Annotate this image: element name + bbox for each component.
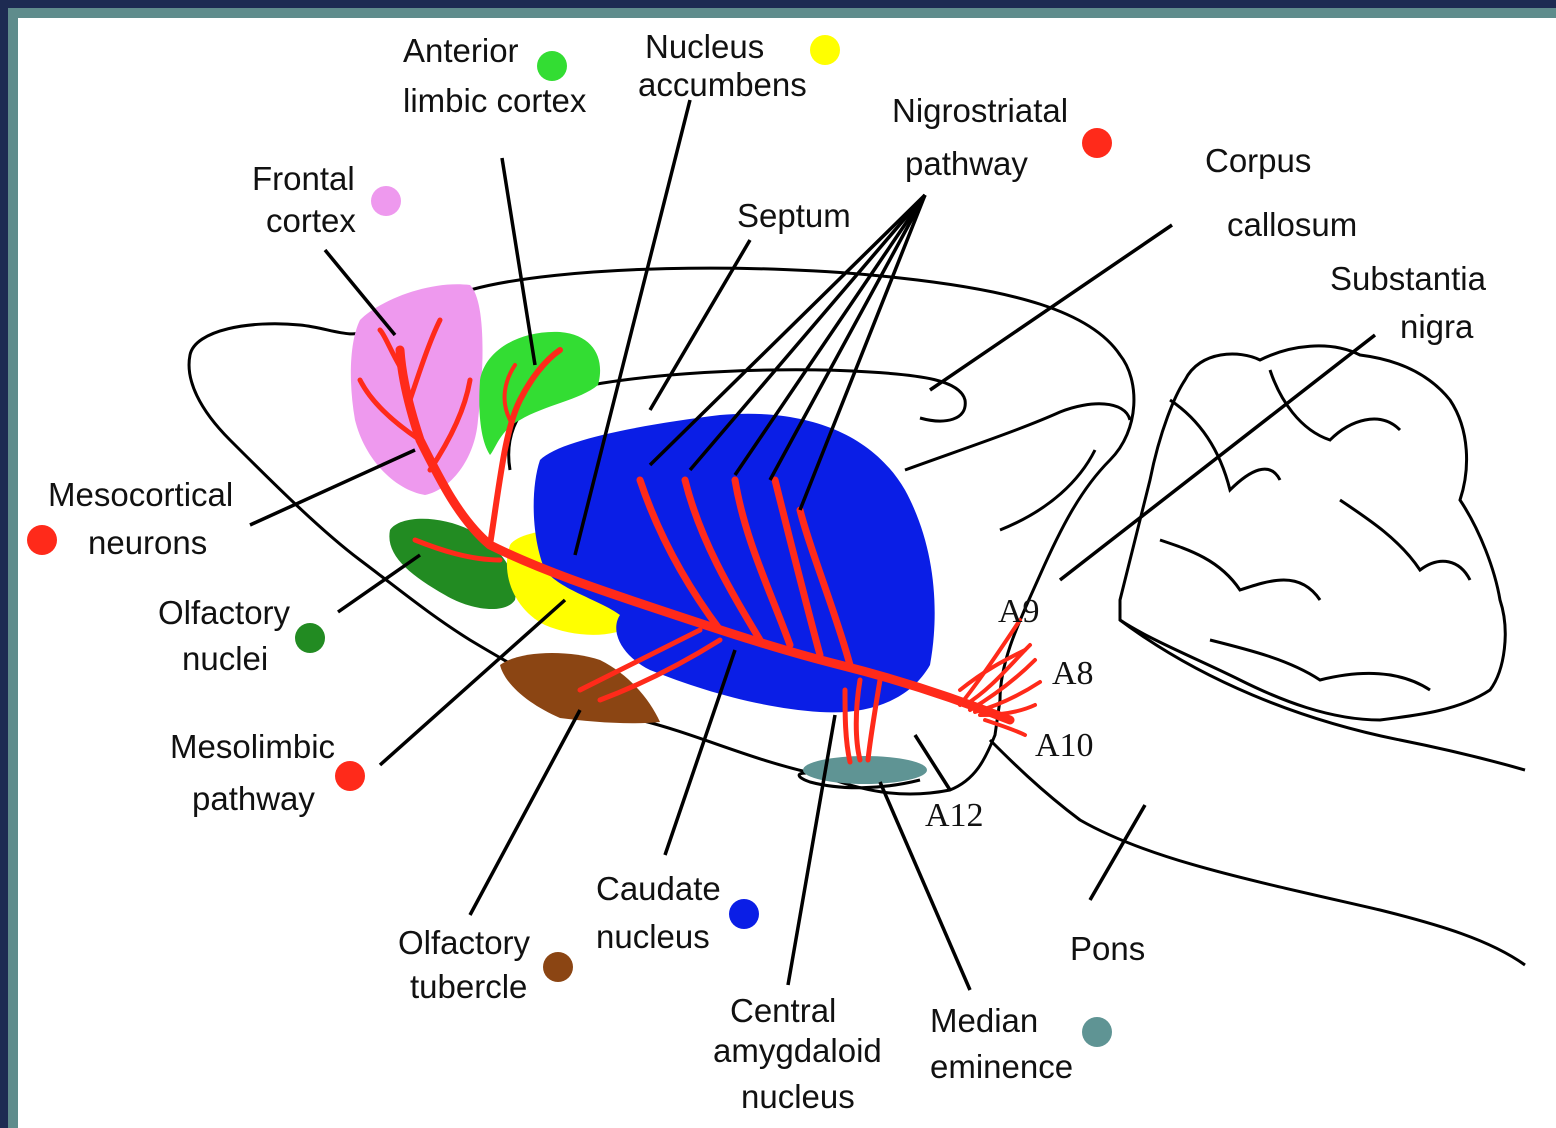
label-median-eminence-2: eminence xyxy=(930,1048,1073,1085)
anterior-limbic-cortex-region xyxy=(479,332,600,455)
leader-olfactory-nuclei xyxy=(338,555,420,612)
label-a12: A12 xyxy=(925,797,984,834)
label-corpus-callosum-2: callosum xyxy=(1227,206,1357,243)
cerebellum-outline xyxy=(1120,346,1505,720)
label-amygdaloid-2: amygdaloid xyxy=(713,1032,882,1069)
leader-anterior-limbic xyxy=(502,158,535,365)
label-nigrostriatal-1: Nigrostriatal xyxy=(892,92,1068,129)
label-a9: A9 xyxy=(998,593,1040,630)
cerebellum-folia-2 xyxy=(1270,370,1400,440)
frontal-cortex-region xyxy=(351,284,483,495)
label-septum: Septum xyxy=(737,197,851,234)
brainstem-lower xyxy=(1120,620,1525,770)
dot-nigrostriatal xyxy=(1082,128,1112,158)
dot-mesocortical xyxy=(27,525,57,555)
sulcus-2 xyxy=(1000,450,1095,530)
label-substantia-nigra-2: nigra xyxy=(1400,308,1474,345)
lateral-sulcus xyxy=(905,404,1130,470)
label-caudate-2: nucleus xyxy=(596,918,710,955)
label-olfactory-tubercle-1: Olfactory xyxy=(398,924,531,961)
label-frontal-cortex-2: cortex xyxy=(266,202,356,239)
leader-septum xyxy=(650,240,750,410)
label-median-eminence-1: Median xyxy=(930,1002,1038,1039)
label-anterior-limbic-2: limbic cortex xyxy=(403,82,587,119)
label-mesocortical-2: neurons xyxy=(88,524,207,561)
label-frontal-cortex-1: Frontal xyxy=(252,160,355,197)
label-nucleus-accumbens-1: Nucleus xyxy=(645,28,764,65)
leader-pons xyxy=(1090,805,1145,900)
label-olfactory-nuclei-1: Olfactory xyxy=(158,594,291,631)
label-olfactory-nuclei-2: nuclei xyxy=(182,640,268,677)
leader-a12 xyxy=(915,735,950,790)
dot-olfactory-nuclei xyxy=(295,623,325,653)
dot-frontal-cortex xyxy=(371,186,401,216)
dot-mesolimbic xyxy=(335,761,365,791)
dot-caudate xyxy=(729,899,759,929)
label-mesocortical-1: Mesocortical xyxy=(48,476,233,513)
leader-olfactory-tubercle xyxy=(470,710,580,915)
label-olfactory-tubercle-2: tubercle xyxy=(410,968,527,1005)
label-pons: Pons xyxy=(1070,930,1145,967)
label-nucleus-accumbens-2: accumbens xyxy=(638,66,807,103)
label-corpus-callosum-1: Corpus xyxy=(1205,142,1311,179)
label-amygdaloid-1: Central xyxy=(730,992,836,1029)
label-anterior-limbic-1: Anterior xyxy=(403,32,519,69)
label-nigrostriatal-2: pathway xyxy=(905,145,1028,182)
label-caudate-1: Caudate xyxy=(596,870,721,907)
label-mesolimbic-1: Mesolimbic xyxy=(170,728,335,765)
label-amygdaloid-3: nucleus xyxy=(741,1078,855,1115)
leader-amygdaloid xyxy=(788,715,835,985)
label-a10: A10 xyxy=(1035,727,1094,764)
label-substantia-nigra-1: Substantia xyxy=(1330,260,1487,297)
leader-corpus-callosum xyxy=(930,225,1172,390)
cerebellum-folia-1 xyxy=(1170,400,1280,490)
median-eminence-region xyxy=(803,756,927,784)
dot-olfactory-tubercle xyxy=(543,952,573,982)
dot-anterior-limbic xyxy=(537,51,567,81)
leader-mesocortical xyxy=(250,450,415,525)
label-a8: A8 xyxy=(1052,655,1094,692)
leader-substantia-nigra xyxy=(1060,335,1375,580)
label-mesolimbic-2: pathway xyxy=(192,780,315,817)
dot-median-eminence xyxy=(1082,1017,1112,1047)
cerebellum-folia-4 xyxy=(1340,500,1470,580)
cerebellum-folia-3 xyxy=(1160,540,1320,600)
dot-nucleus-accumbens xyxy=(810,35,840,65)
amygdala-branch-2 xyxy=(856,680,860,760)
